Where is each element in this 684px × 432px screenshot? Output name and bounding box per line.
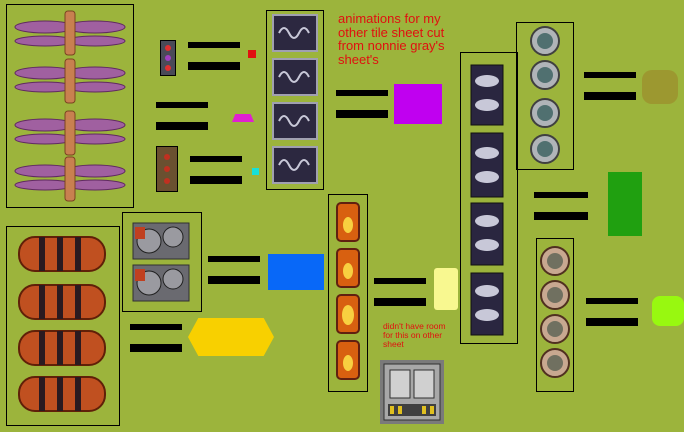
palette-bar [584, 92, 636, 100]
machinery-sprite-image [272, 14, 318, 184]
light-indicator-sprite-image [165, 45, 171, 71]
palette-bar [190, 176, 242, 184]
door-note: didn't have room for this on other sheet [383, 321, 446, 349]
capsule-sprite-image [18, 236, 106, 412]
palette-bar [156, 102, 208, 108]
door-sprite-image [380, 360, 444, 424]
propeller-sprite-frame [6, 4, 134, 208]
lime-swatch [652, 296, 684, 326]
fan-sprite-image-2 [540, 246, 570, 378]
palette-bar [130, 324, 182, 330]
palette-bar [188, 42, 240, 48]
flame-sprite-image [336, 202, 360, 380]
door-sprite [380, 360, 444, 424]
machinery-sprite-frame [266, 10, 324, 190]
small-light-sprite-frame [156, 146, 178, 192]
flame-sprite-frame [328, 194, 368, 392]
light-indicator-sprite-frame [160, 40, 176, 76]
green-swatch [608, 172, 642, 236]
pale-yellow-swatch [434, 268, 458, 310]
palette-bar [586, 298, 638, 304]
capsule-sprite-frame [6, 226, 120, 426]
blue-swatch [268, 254, 324, 290]
fan-sprite-frame-2 [536, 238, 574, 392]
palette-bar [336, 90, 388, 96]
palette-bar [188, 62, 240, 70]
olive-swatch [642, 70, 678, 104]
fan-sprite-image [530, 26, 560, 164]
magenta-swatch [232, 114, 254, 122]
propeller-sprite-image [14, 10, 126, 202]
red-swatch [248, 50, 256, 58]
palette-bar [130, 344, 182, 352]
palette-bar [190, 156, 242, 162]
palette-bar [208, 256, 260, 262]
pipe-sprite-image [470, 64, 504, 336]
fan-sprite-frame [516, 22, 574, 170]
palette-bar [374, 278, 426, 284]
pipe-sprite-frame [460, 52, 518, 344]
palette-bar [534, 192, 588, 198]
palette-bar [156, 122, 208, 130]
small-light-sprite-image [164, 154, 170, 184]
yellow-swatch [188, 318, 274, 356]
gear-sprite-frame [122, 212, 202, 312]
purple-swatch [394, 84, 442, 124]
palette-bar [584, 72, 636, 78]
palette-bar [336, 110, 388, 118]
palette-bar [534, 212, 588, 220]
palette-bar [586, 318, 638, 326]
cyan-swatch [252, 168, 259, 175]
palette-bar [374, 298, 426, 306]
sheet-note: animations for my other tile sheet cut f… [338, 11, 445, 67]
palette-bar [208, 276, 260, 284]
gear-sprite-image [132, 222, 190, 302]
